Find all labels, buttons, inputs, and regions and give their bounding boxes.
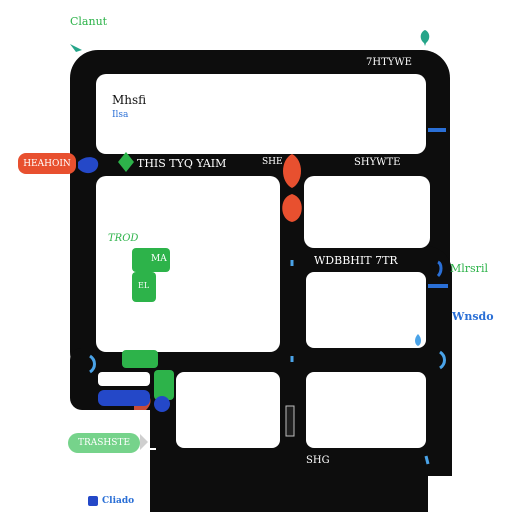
block-north-middle[interactable] [304,176,430,248]
street-vertical-label: OHIE [134,315,160,325]
red-left-tag[interactable]: HEAHOIN [18,153,76,174]
blue-pin-left[interactable] [78,157,99,174]
block-bottom-cut [428,476,512,512]
street-mid-right-label: SHYWTE [354,157,401,168]
red-drop-center-2[interactable] [282,194,302,222]
panel-title: Mhsfi [112,93,147,107]
street-main-label: THIS TYQ YAIM [137,157,227,170]
blue-bar-right [428,128,446,132]
drop-icon [415,334,421,346]
street-short-label: SHE [262,157,283,167]
block-marker-label-2: EL [138,281,150,290]
street-top-right-label: 7HTYWE [366,57,412,68]
green-marker-lower[interactable] [154,370,174,400]
cyan-accent-right [439,350,446,370]
flag-icon [70,44,82,52]
right-blue-label: Wnsdo [452,310,494,323]
legend-blue-label: Cliado [102,496,135,506]
blue-pill-left[interactable] [98,390,150,406]
diamond-icon [118,152,134,172]
red-drop-center[interactable] [283,154,301,188]
pin-icon [420,30,430,46]
panel-subtitle: Ilsa [112,110,129,120]
green-marker-left-2[interactable] [132,272,156,302]
blue-bar-right-2 [428,284,448,288]
street-bottom-label: SHG [306,455,330,466]
right-green-label: Mlrsril [450,262,488,275]
green-marker-left[interactable] [132,248,170,272]
block-lower-left[interactable] [176,372,280,448]
green-bottom-pill[interactable]: TRASHSTE [68,433,140,453]
block-marker-label-1: MA [151,254,167,264]
cyan-accent-top-right [436,260,443,278]
blue-square-legend [88,496,98,506]
block-bottom-left [148,448,156,450]
mint-notch [140,434,148,450]
cyan-accent-left [89,354,96,374]
street-right-label: WDBBHIT 7TR [314,254,398,267]
blue-dot-lower[interactable] [154,396,170,412]
corner-label: Clanut [70,15,108,28]
green-left-tag: TROD [108,233,139,244]
block-panel[interactable] [96,74,426,154]
green-bottom-pill-label: TRASHSTE [77,438,131,448]
green-marker-bottom[interactable] [122,350,158,368]
block-left-slot [98,372,150,386]
street-center-label: TDOIN [188,254,228,267]
block-center-right[interactable] [306,272,426,348]
divider-vertical [285,405,295,437]
block-center-left[interactable] [156,272,280,348]
cyan-accent-bottom [424,455,430,465]
block-lower-right[interactable] [306,372,426,448]
red-left-tag-label: HEAHOIN [23,158,71,169]
